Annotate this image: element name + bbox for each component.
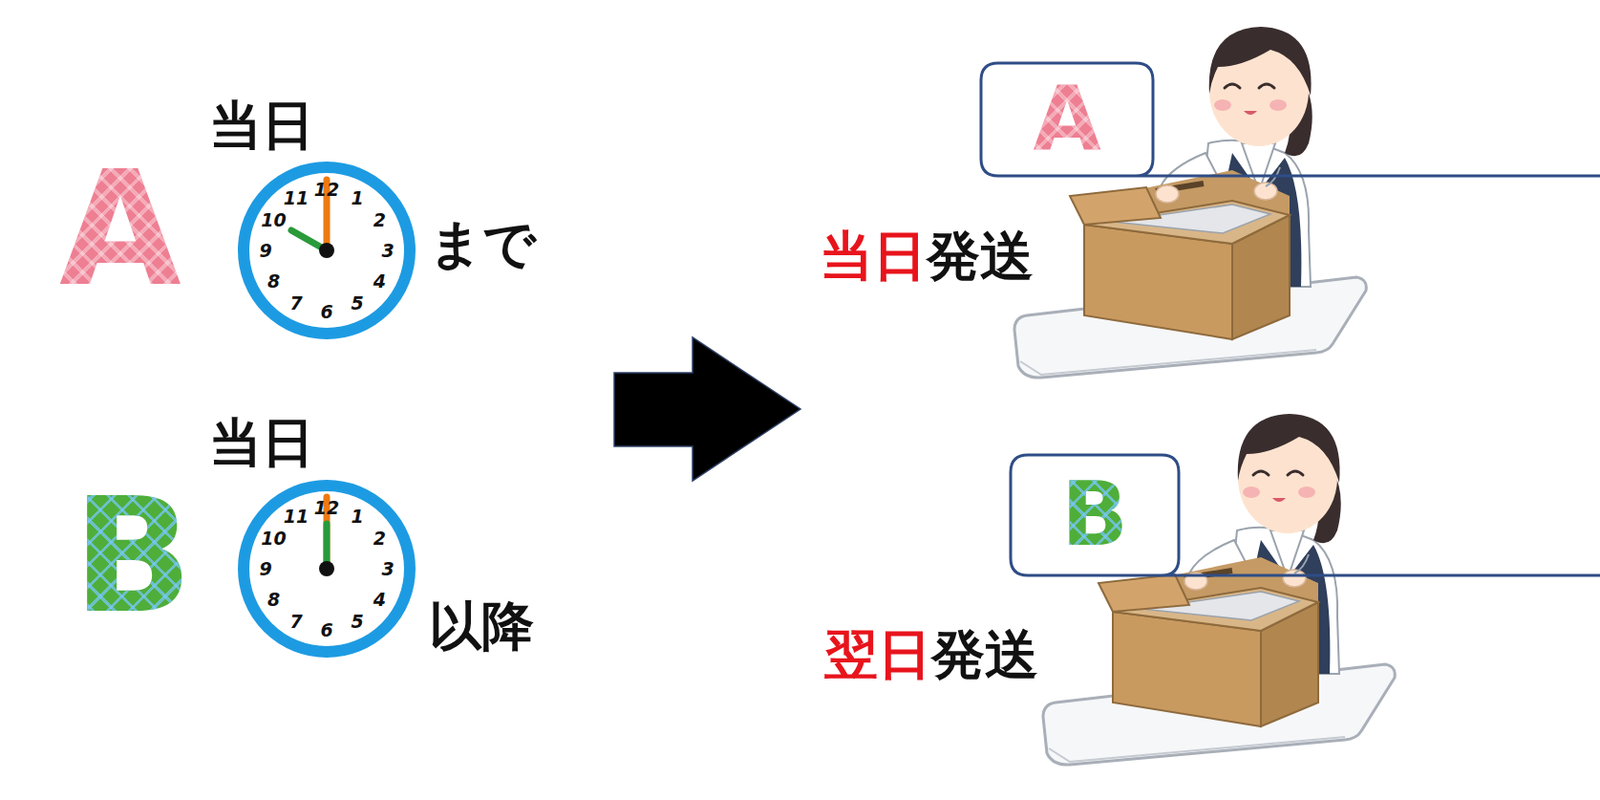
big-letter: B [72, 477, 193, 636]
shipping-label: 翌日発送 [824, 627, 1039, 682]
clock-number: 3 [381, 241, 394, 260]
bubble-letter: A [1032, 75, 1101, 164]
clock-number: 8 [267, 590, 280, 609]
clock-number: 6 [320, 620, 333, 640]
bubble-shape [981, 63, 1600, 314]
clock-number: 9 [258, 559, 272, 578]
time-label: まで [428, 217, 536, 271]
clock-number: 12 [314, 180, 340, 199]
clock-number: 3 [381, 559, 394, 578]
time-label: 当日 [209, 99, 315, 152]
bubble-shape [1010, 454, 1600, 654]
clock-number: 8 [267, 272, 280, 291]
clock-number: 12 [314, 498, 340, 517]
clock-number: 7 [289, 612, 302, 631]
shipping-label: 当日発送 [819, 229, 1034, 283]
clock-number: 1 [350, 506, 363, 525]
clock-number: 11 [283, 188, 309, 207]
shipping-word: 発送 [926, 229, 1034, 283]
shipping-word: 当日 [819, 229, 927, 283]
speech-bubble: A [981, 63, 1153, 176]
clock-number: 2 [373, 529, 386, 548]
clock-number: 10 [260, 211, 286, 230]
clock-number: 1 [350, 188, 363, 207]
shipping-word: 翌日 [824, 627, 932, 682]
clock-number: 5 [350, 294, 363, 313]
speech-bubble: B [1010, 454, 1179, 576]
clock-number: 7 [289, 294, 302, 313]
clock-number: 5 [350, 612, 363, 631]
big-letter: A [59, 150, 182, 309]
clock-number: 4 [373, 590, 386, 609]
clock-number: 11 [283, 506, 309, 525]
time-label: 以降 [428, 599, 534, 653]
time-label: 当日 [209, 416, 315, 470]
clock-number: 6 [320, 302, 333, 321]
clock-number: 2 [373, 211, 386, 230]
shipping-word: 発送 [931, 627, 1039, 682]
clock-number: 4 [373, 272, 386, 291]
bubble-letter: B [1061, 470, 1129, 559]
clock-number: 10 [260, 529, 286, 548]
clock-number: 9 [258, 241, 272, 260]
